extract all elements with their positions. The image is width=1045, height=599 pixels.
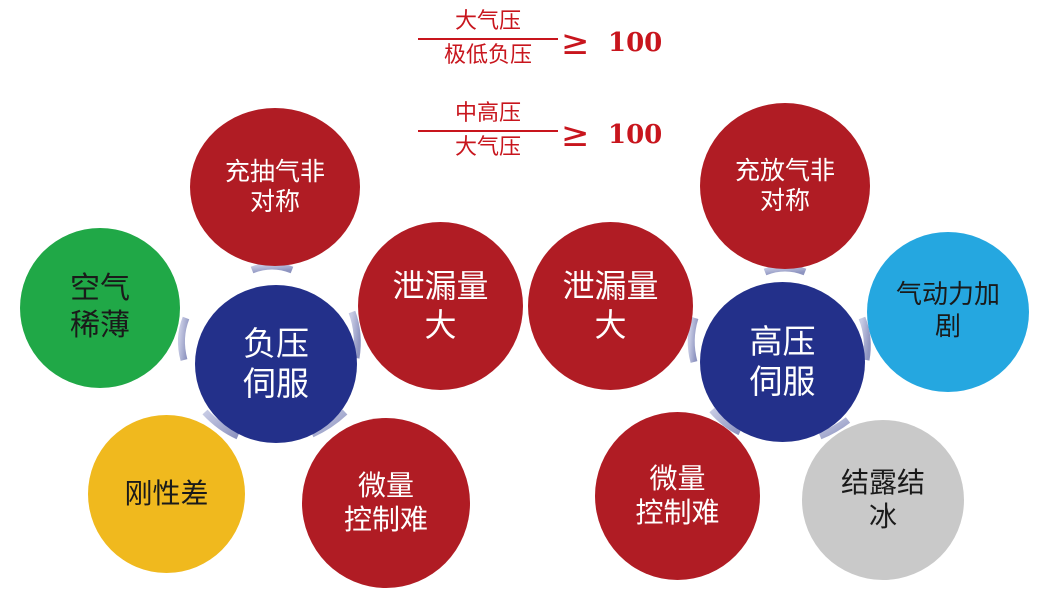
arrow-left-left — [177, 316, 190, 361]
formula-2-numerator: 中高压 — [454, 101, 521, 126]
arrow-right-left — [687, 316, 699, 363]
right-bottomleft-node: 微量 控制难 — [595, 412, 760, 580]
right-right-node-label: 气动力加 剧 — [895, 280, 1000, 342]
right-right-node: 气动力加 剧 — [867, 232, 1029, 392]
left-bottomleft-node-label: 刚性差 — [124, 476, 209, 510]
formula-1-value: 100 — [608, 28, 663, 58]
formula-1-denominator: 极低负压 — [443, 43, 532, 68]
arrow-left-top — [250, 262, 294, 274]
arrow-left-bottomleft — [202, 409, 240, 440]
arrow-right-bottomleft — [709, 407, 742, 436]
right-center-node-label: 高压 伺服 — [749, 321, 816, 401]
left-left-node-label: 空气 稀薄 — [70, 271, 130, 343]
right-top-node-label: 充放气非 对称 — [734, 155, 835, 216]
left-bottomright-node-label: 微量 控制难 — [343, 468, 428, 536]
left-center-node: 负压 伺服 — [195, 285, 357, 443]
formula-2-operator: ≥ — [561, 115, 590, 155]
left-right-node-label: 泄漏量 大 — [392, 266, 489, 344]
fraction-bar — [418, 38, 558, 40]
right-left-node: 泄漏量 大 — [528, 222, 693, 390]
arrow-right-right — [858, 316, 871, 361]
arrow-right-bottomright — [818, 417, 851, 440]
left-center-node-label: 负压 伺服 — [243, 323, 309, 403]
fraction-bar — [418, 130, 558, 132]
left-top-node-label: 充抽气非 对称 — [224, 156, 325, 217]
right-top-node: 充放气非 对称 — [700, 103, 870, 269]
left-right-node: 泄漏量 大 — [358, 222, 523, 390]
right-bottomright-node: 结露结 冰 — [802, 420, 964, 580]
left-left-node: 空气 稀薄 — [20, 228, 180, 388]
right-center-node: 高压 伺服 — [700, 282, 865, 442]
left-top-node: 充抽气非 对称 — [190, 108, 360, 266]
formula-2-denominator: 大气压 — [454, 135, 521, 160]
right-bottomleft-node-label: 微量 控制难 — [635, 461, 720, 529]
formula-1-numerator: 大气压 — [454, 9, 521, 34]
right-bottomright-node-label: 结露结 冰 — [840, 465, 925, 533]
left-bottomleft-node: 刚性差 — [88, 415, 245, 573]
formula-1-operator: ≥ — [561, 23, 590, 63]
formula-1-fraction: 大气压 极低负压 — [418, 8, 558, 70]
left-bottomright-node: 微量 控制难 — [302, 418, 470, 588]
arrow-left-right — [348, 310, 361, 359]
formula-2-value: 100 — [608, 120, 663, 150]
right-left-node-label: 泄漏量 大 — [562, 266, 659, 344]
formula-2-fraction: 中高压 大气压 — [418, 100, 558, 162]
